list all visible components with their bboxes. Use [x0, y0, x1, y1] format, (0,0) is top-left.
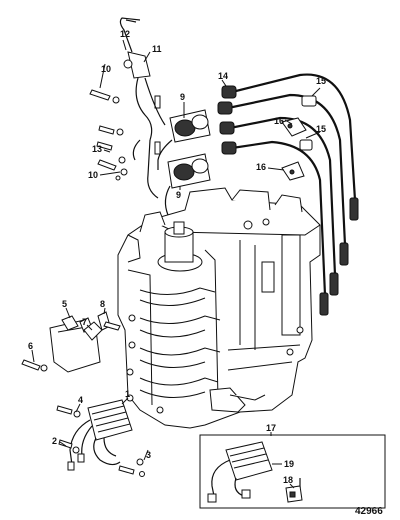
regulator-kit-box [199, 434, 386, 509]
callout-12: 12 [120, 29, 130, 39]
callout-16-bottom: 16 [256, 162, 266, 172]
callout-labels: 12 11 10 9 14 15 15 16 16 13 10 9 5 6 7 … [28, 29, 326, 485]
ignition-coils [154, 95, 211, 216]
callout-4: 4 [78, 395, 83, 405]
callout-10-bottom: 10 [88, 170, 98, 180]
callout-14: 14 [218, 71, 228, 81]
callout-9-bottom: 9 [176, 190, 181, 200]
callout-15-bottom: 15 [316, 124, 326, 134]
callout-9-top: 9 [180, 92, 185, 102]
diagram-reference-number: 42966 [355, 506, 383, 517]
switch-box-module [21, 311, 121, 373]
callout-1: 1 [125, 389, 130, 399]
screws-10-13 [89, 89, 128, 181]
spark-plug-wires [217, 73, 359, 316]
leader-lines [31, 39, 321, 489]
engine-block [117, 187, 321, 429]
callout-16-top: 16 [274, 116, 284, 126]
callout-5: 5 [62, 299, 67, 309]
callout-6: 6 [28, 341, 33, 351]
callout-18: 18 [283, 475, 293, 485]
callout-8: 8 [100, 299, 105, 309]
callout-13: 13 [92, 144, 102, 154]
wiring-harness-top [119, 17, 166, 199]
callout-7: 7 [82, 317, 87, 327]
callout-15-top: 15 [316, 76, 326, 86]
voltage-regulator [56, 399, 145, 477]
callout-10-top: 10 [101, 64, 111, 74]
callout-19: 19 [284, 459, 294, 469]
callout-2: 2 [52, 436, 57, 446]
wire-retainers [281, 95, 317, 181]
callout-11: 11 [152, 44, 162, 54]
callout-3: 3 [146, 450, 151, 460]
callout-17: 17 [266, 423, 276, 433]
